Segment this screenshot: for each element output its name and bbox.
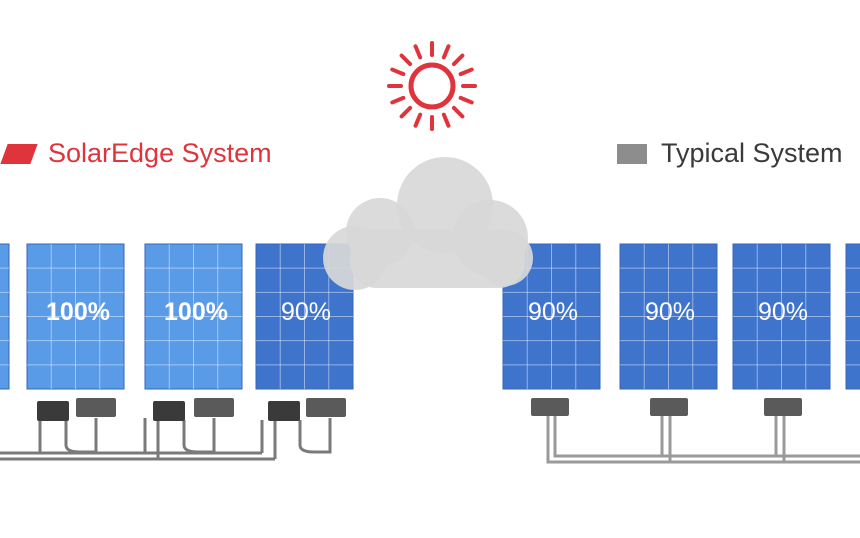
typical-panel-4	[845, 243, 860, 390]
sun-icon	[387, 41, 477, 131]
typical-panel-3	[732, 243, 831, 390]
solaredge-label: SolarEdge System	[48, 138, 272, 168]
sun-ray	[390, 67, 406, 77]
legend-typical: Typical System	[617, 138, 843, 169]
sun-ray	[413, 44, 423, 60]
sun-ray	[458, 95, 474, 105]
typical-swatch	[617, 143, 647, 164]
solaredge-swatch	[0, 143, 38, 164]
legend-solaredge: SolarEdge System	[0, 138, 272, 169]
sun-ray	[390, 95, 406, 105]
solaredge-panel-2-output: 100%	[46, 298, 110, 326]
sun-ray	[451, 105, 465, 119]
typical-junction-boxes	[531, 398, 802, 416]
solar-panels	[0, 243, 860, 390]
typical-panel-3-output: 90%	[757, 298, 809, 326]
sun-ray	[441, 44, 451, 60]
typical-panel-1-output: 90%	[527, 298, 579, 326]
solaredge-wiring	[0, 418, 332, 461]
typical-label: Typical System	[661, 138, 843, 168]
sun-ray	[458, 67, 474, 77]
sun-ray	[451, 53, 465, 67]
sun-ray	[399, 105, 413, 119]
typical-panel-2	[619, 243, 718, 390]
sun-ray	[413, 112, 423, 128]
solaredge-panel-3	[144, 243, 243, 390]
sun-ray	[441, 112, 451, 128]
solaredge-panel-3-output: 100%	[164, 298, 228, 326]
cloud-icon	[323, 157, 533, 290]
typical-panel-2-output: 90%	[644, 298, 696, 326]
sun-ray	[399, 53, 413, 67]
solaredge-panel-4-output: 90%	[280, 298, 332, 326]
solaredge-panel-1	[0, 243, 10, 390]
solaredge-panel-2	[26, 243, 125, 390]
typical-wiring	[546, 415, 860, 464]
solaredge-optimizers	[37, 398, 346, 421]
